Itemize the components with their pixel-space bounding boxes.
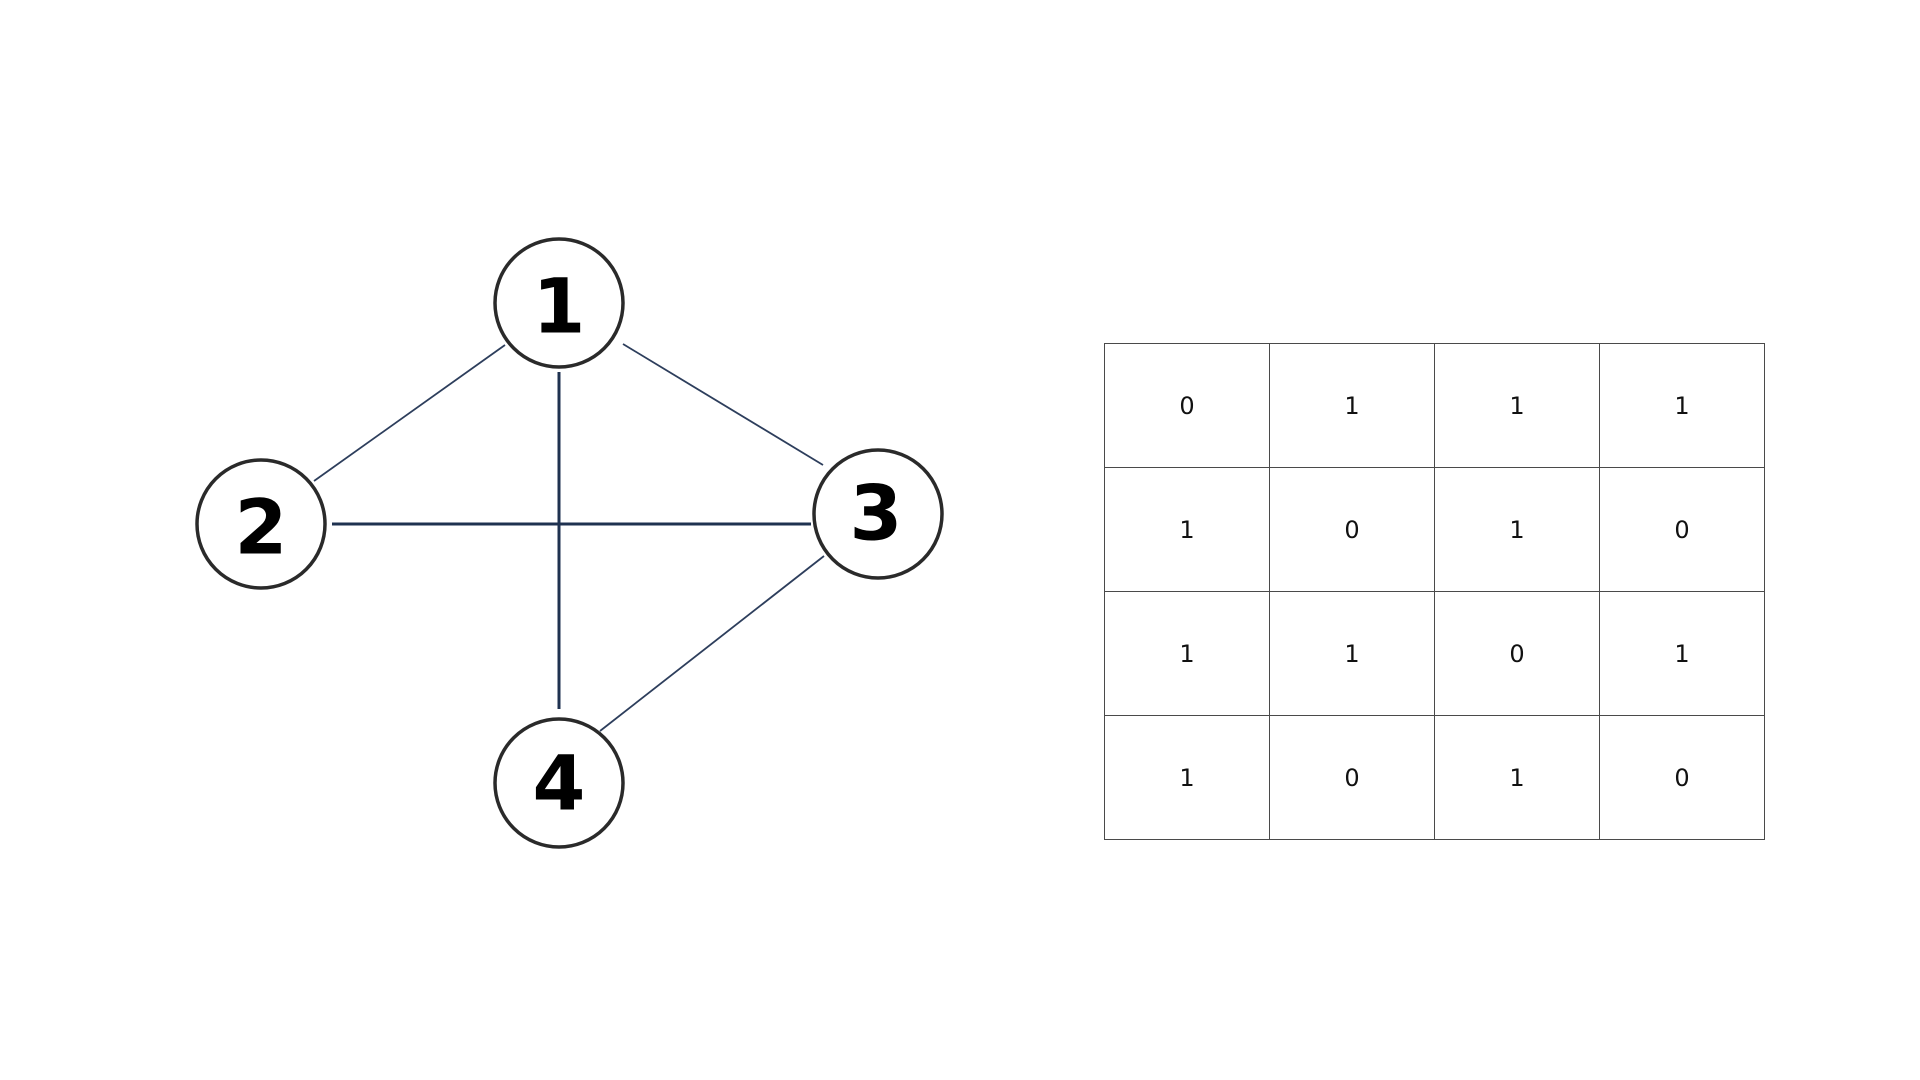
graph-node-3: 3: [812, 448, 944, 580]
graph-node-2: 2: [195, 458, 327, 590]
matrix-cell: 1: [1104, 467, 1270, 592]
node-label: 3: [850, 469, 903, 558]
node-label: 2: [235, 483, 288, 572]
edge-1-2: [313, 344, 506, 482]
matrix-row: 1 0 1 0: [1104, 467, 1765, 592]
graph-node-1: 1: [493, 237, 625, 369]
matrix-cell: 1: [1269, 343, 1435, 468]
matrix-cell: 0: [1599, 467, 1765, 592]
matrix-row: 1 0 1 0: [1104, 715, 1765, 840]
edge-1-3: [622, 343, 824, 466]
matrix-cell: 1: [1434, 343, 1600, 468]
node-label: 4: [533, 739, 586, 828]
matrix-cell: 1: [1104, 715, 1270, 840]
adjacency-matrix: 0 1 1 1 1 0 1 0 1 1 0 1 1 0 1 0: [1104, 343, 1765, 840]
matrix-cell: 0: [1269, 715, 1435, 840]
matrix-cell: 1: [1104, 591, 1270, 716]
node-label: 1: [533, 262, 586, 351]
matrix-cell: 1: [1599, 343, 1765, 468]
matrix-cell: 1: [1434, 715, 1600, 840]
matrix-cell: 0: [1434, 591, 1600, 716]
matrix-row: 0 1 1 1: [1104, 343, 1765, 468]
matrix-cell: 1: [1599, 591, 1765, 716]
matrix-cell: 0: [1269, 467, 1435, 592]
graph-node-4: 4: [493, 717, 625, 849]
matrix-cell: 1: [1269, 591, 1435, 716]
matrix-cell: 0: [1104, 343, 1270, 468]
edge-3-4: [599, 555, 825, 732]
matrix-cell: 0: [1599, 715, 1765, 840]
matrix-cell: 1: [1434, 467, 1600, 592]
matrix-row: 1 1 0 1: [1104, 591, 1765, 716]
